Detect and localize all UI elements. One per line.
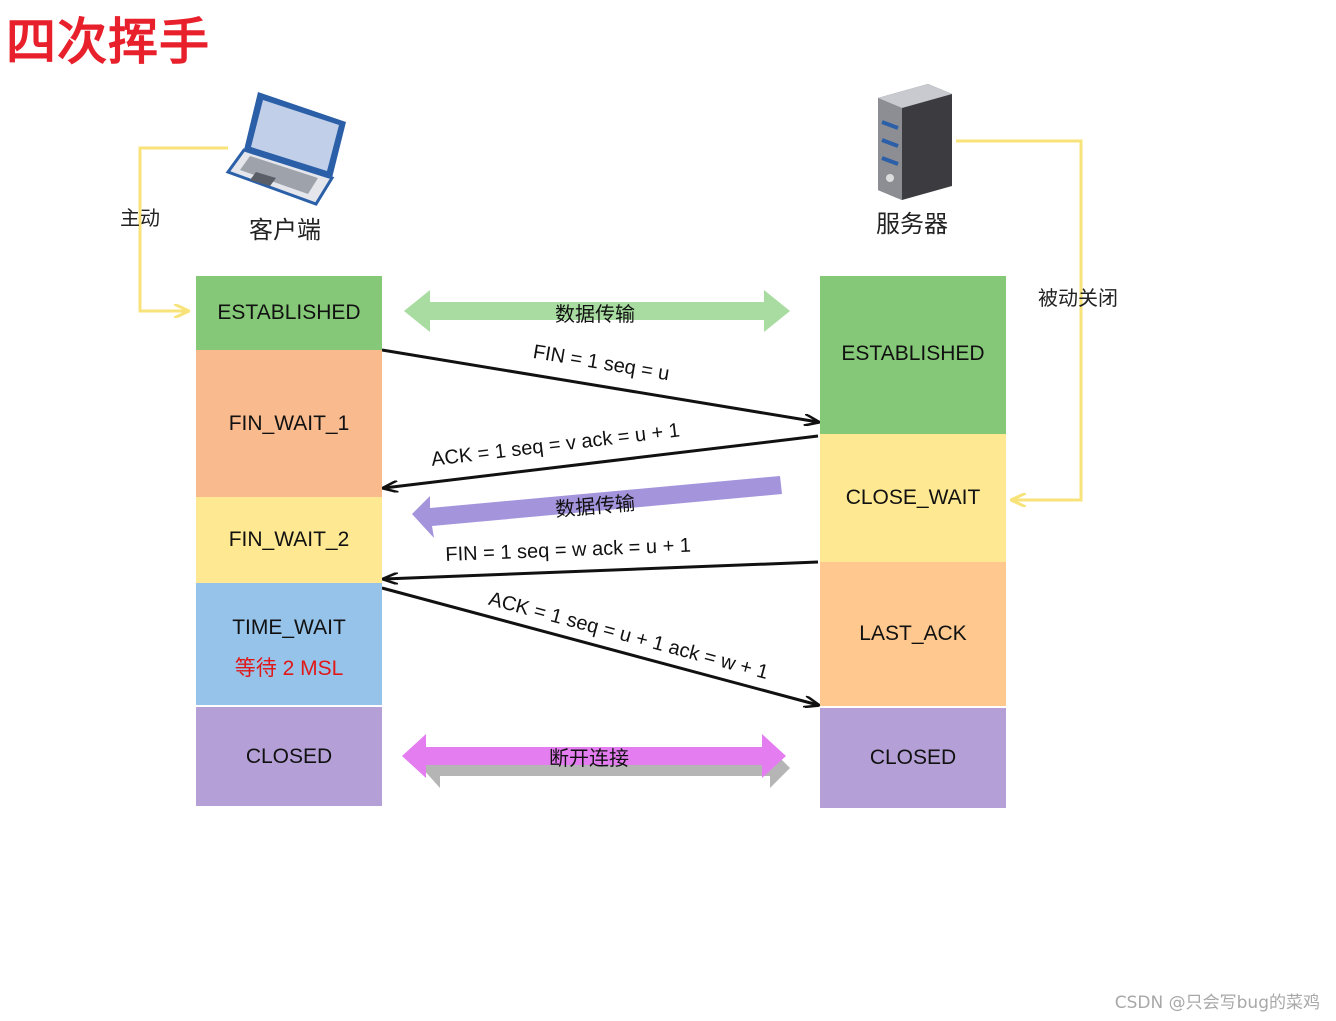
data-transfer-label-1: 数据传输 bbox=[555, 302, 635, 326]
msg-arrow-fin-1 bbox=[381, 348, 818, 422]
laptop-icon bbox=[225, 92, 346, 206]
client-state-established: ESTABLISHED bbox=[196, 276, 382, 350]
data-transfer-band-1 bbox=[404, 290, 790, 332]
footer-watermark: CSDN @只会写bug的菜鸡 bbox=[1114, 993, 1320, 1013]
state-label: FIN_WAIT_1 bbox=[228, 411, 350, 435]
page-title: 四次挥手 bbox=[6, 13, 210, 71]
server-state-closed: CLOSED bbox=[820, 706, 1006, 808]
passive-close-label: 被动关闭 bbox=[1038, 286, 1118, 310]
state-label: FIN_WAIT_2 bbox=[228, 528, 350, 551]
state-label: TIME_WAIT bbox=[232, 616, 346, 639]
state-label: LAST_ACK bbox=[859, 622, 967, 645]
server-state-close-wait: CLOSE_WAIT bbox=[820, 434, 1006, 562]
server-icon bbox=[878, 84, 952, 200]
state-label: CLOSED bbox=[869, 746, 957, 769]
client-state-fin-wait-1: FIN_WAIT_1 bbox=[196, 350, 382, 497]
disconnect-band bbox=[402, 734, 790, 788]
client-state-fin-wait-2: FIN_WAIT_2 bbox=[196, 497, 382, 583]
msg-arrow-ack-1 bbox=[384, 434, 819, 488]
state-label: CLOSED bbox=[245, 744, 333, 768]
state-label: ESTABLISHED bbox=[217, 301, 361, 324]
server-state-last-ack: LAST_ACK bbox=[820, 562, 1006, 706]
client-label: 客户端 bbox=[249, 216, 321, 244]
disconnect-label: 断开连接 bbox=[549, 746, 629, 770]
client-state-time-wait: TIME_WAIT 等待 2 MSL bbox=[196, 583, 382, 705]
active-open-connector bbox=[138, 146, 228, 311]
server-label: 服务器 bbox=[876, 210, 948, 238]
server-state-established: ESTABLISHED bbox=[820, 276, 1006, 434]
state-label: CLOSE_WAIT bbox=[845, 486, 981, 509]
active-label: 主动 bbox=[120, 206, 160, 230]
msg-arrow-ack-2 bbox=[381, 586, 818, 705]
msg-arrow-fin-2 bbox=[384, 560, 819, 579]
client-state-closed: CLOSED bbox=[196, 705, 382, 806]
passive-close-connector bbox=[956, 139, 1083, 500]
state-label: ESTABLISHED bbox=[841, 342, 985, 365]
data-transfer-band-2 bbox=[412, 476, 782, 538]
state-sublabel: 等待 2 MSL bbox=[234, 657, 344, 680]
